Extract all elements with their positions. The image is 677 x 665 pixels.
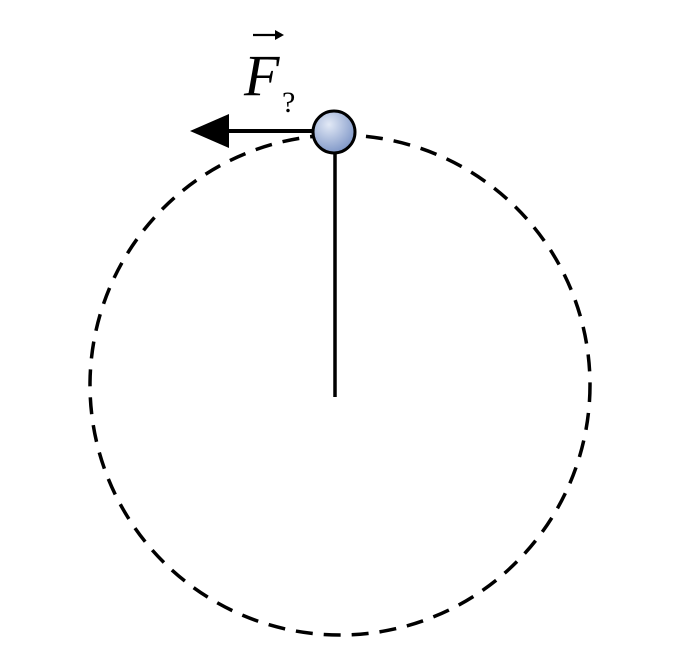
ball	[311, 109, 357, 155]
force-symbol: F	[243, 43, 280, 108]
force-subscript: ?	[282, 86, 295, 119]
circular-path	[88, 133, 592, 637]
vector-arrow-icon	[253, 30, 284, 40]
force-vector-arrow	[190, 114, 313, 148]
force-label: F ?	[243, 30, 295, 119]
force-arrow-head	[190, 114, 229, 148]
